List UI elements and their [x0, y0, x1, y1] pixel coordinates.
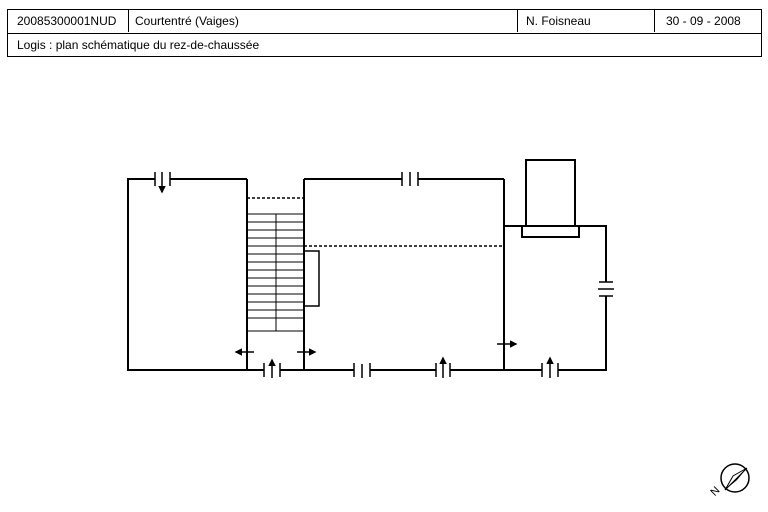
reference-number: 20085300001NUD — [8, 10, 129, 32]
dashed-lines — [247, 197, 504, 247]
staircase — [247, 213, 304, 332]
opening-markers — [154, 172, 613, 377]
outer-walls — [127, 178, 607, 371]
location-name: Courtentré (Vaiges) — [129, 10, 518, 32]
plan-caption: Logis : plan schématique du rez-de-chaus… — [17, 38, 260, 52]
title-block: 20085300001NUD Courtentré (Vaiges) N. Fo… — [7, 9, 762, 57]
author-name: N. Foisneau — [518, 10, 655, 32]
compass-label: N — [708, 485, 722, 499]
chimney — [521, 159, 580, 238]
date-field: 30 - 09 - 2008 — [666, 14, 741, 28]
title-block-top-row: 20085300001NUD Courtentré (Vaiges) N. Fo… — [8, 10, 761, 34]
bench — [303, 250, 320, 307]
entrance-arrows — [158, 172, 614, 378]
north-arrow-icon — [720, 463, 750, 493]
